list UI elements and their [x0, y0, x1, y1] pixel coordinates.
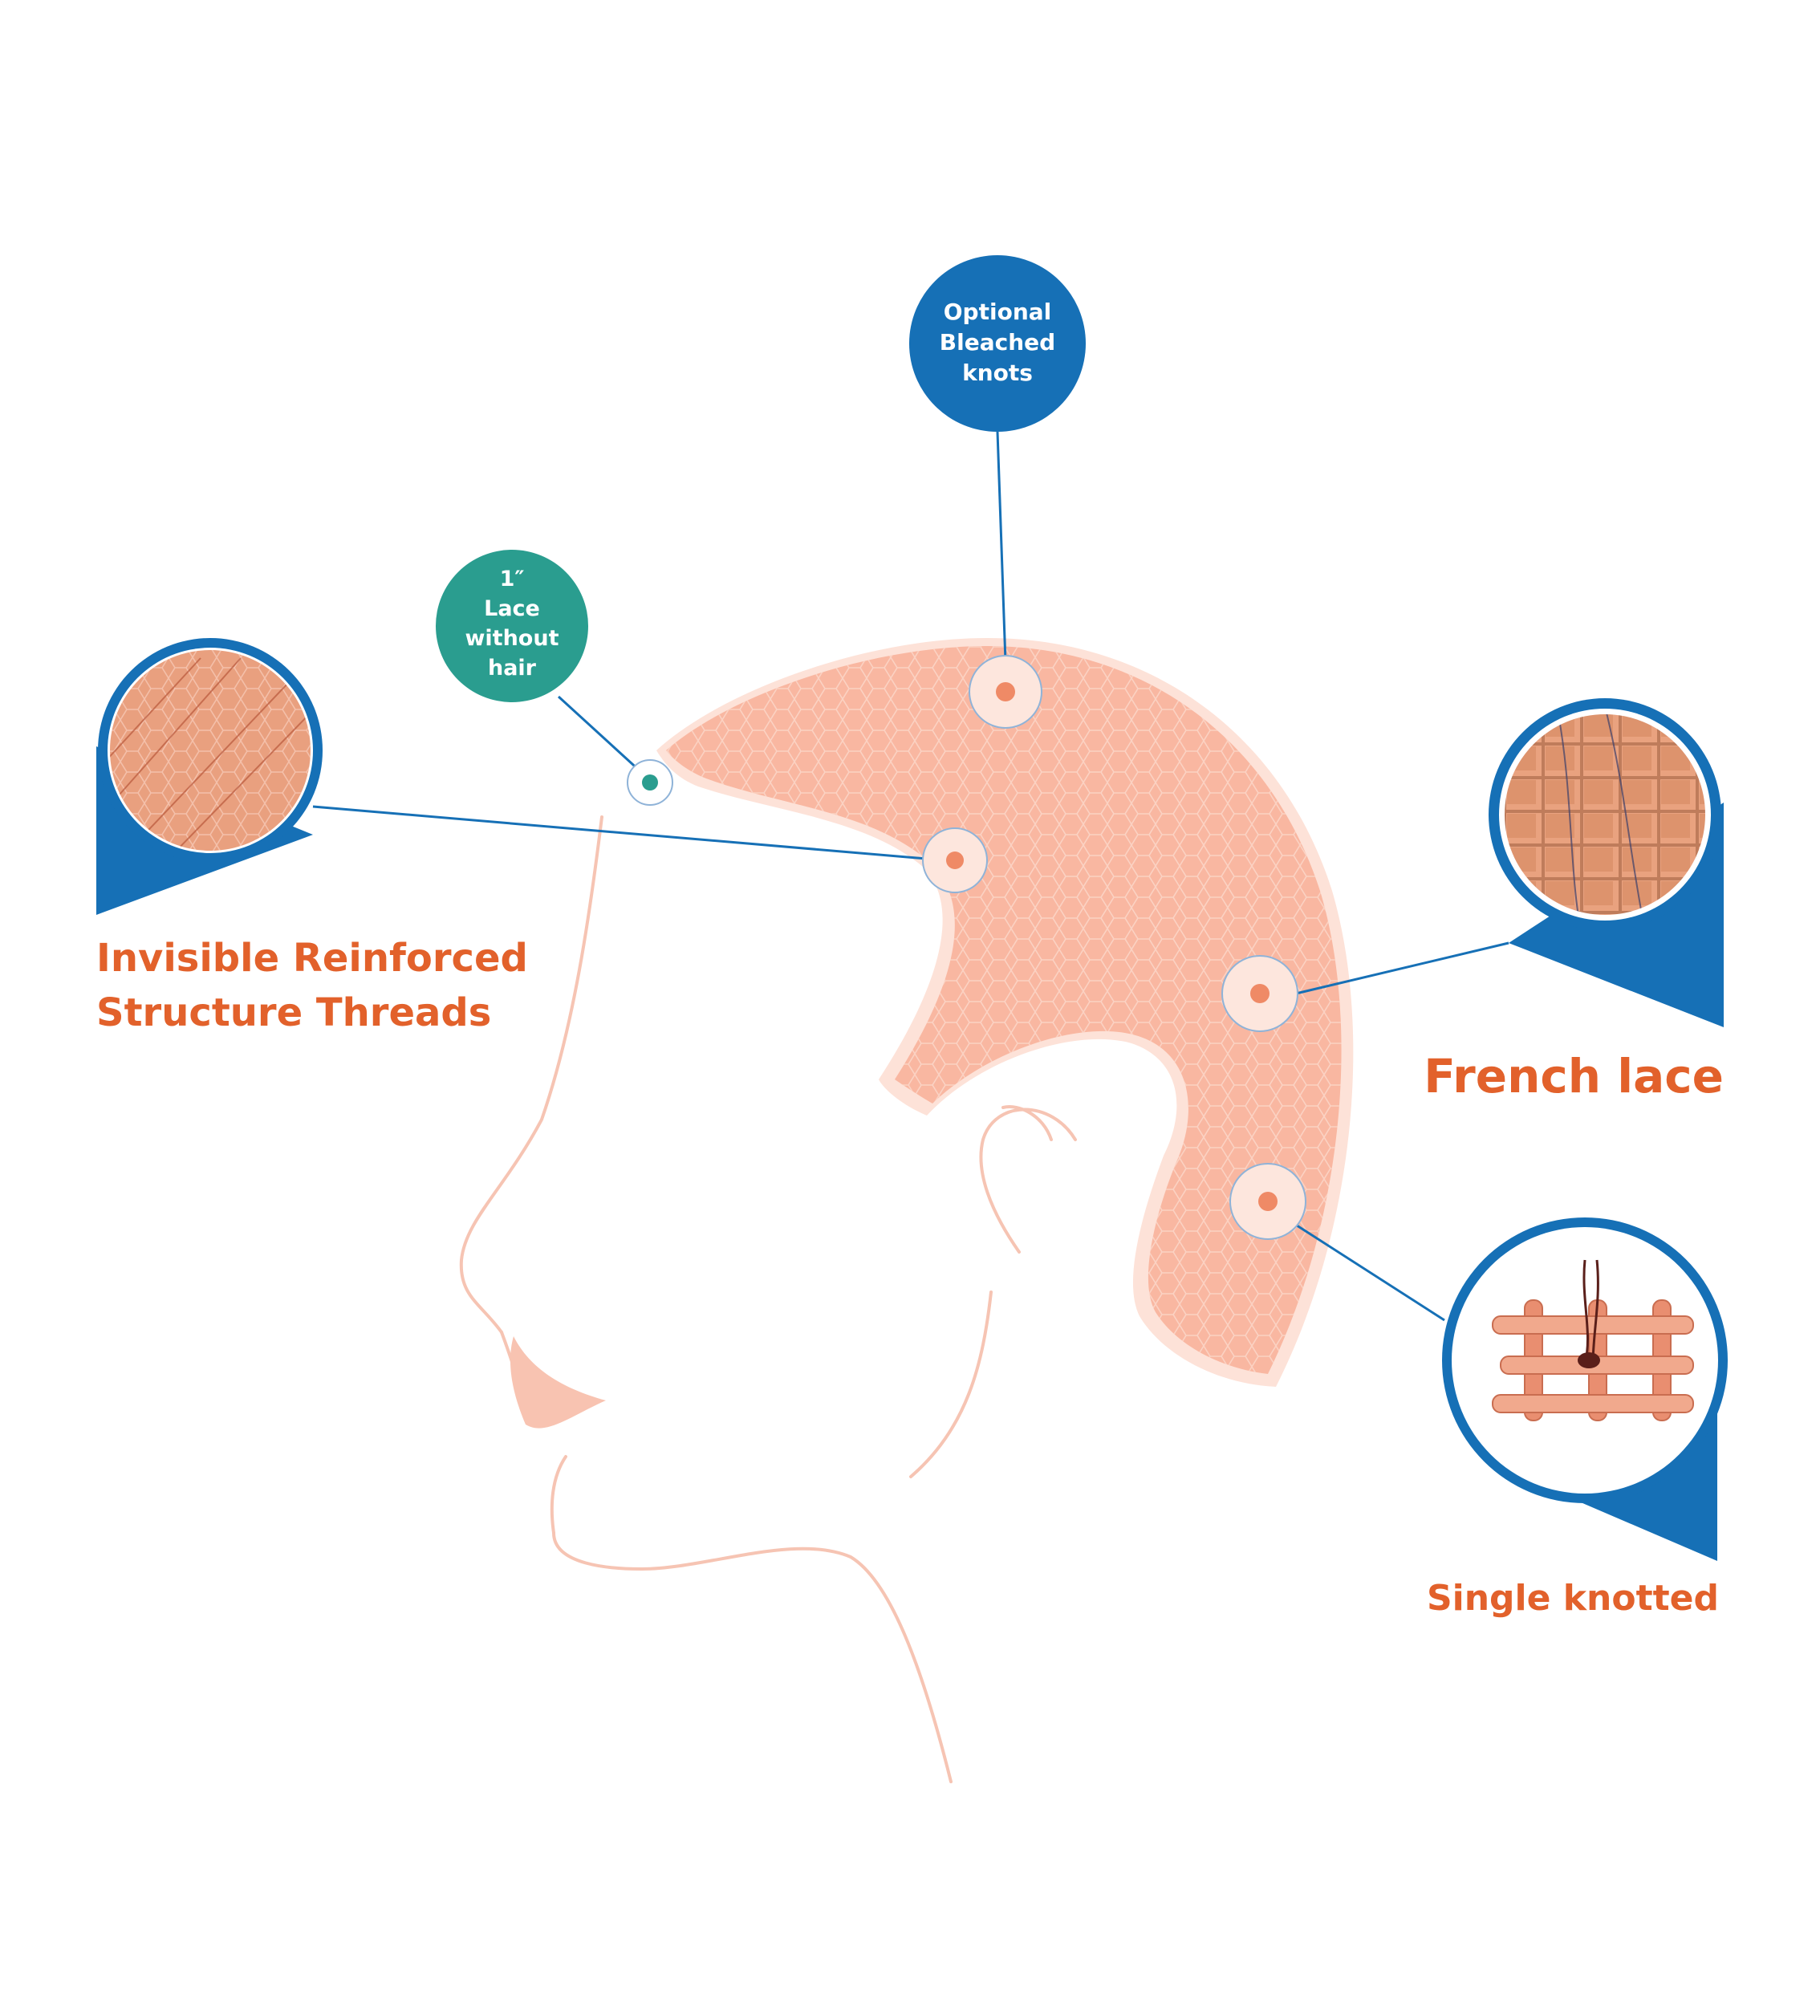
marker-threads — [923, 828, 987, 892]
lace-swatch-magnifier-icon — [96, 638, 323, 915]
marker-french-lace — [1222, 956, 1298, 1031]
knot-magnifier-icon — [1442, 1217, 1728, 1561]
single-knotted-label: Single knotted — [1427, 1575, 1719, 1623]
teal-connector-line — [559, 697, 642, 773]
bubble-line: 1″ — [440, 564, 584, 594]
label-line: Invisible Reinforced — [96, 931, 528, 986]
marker-knots — [969, 656, 1042, 728]
french-lace-label: French lace — [1424, 1047, 1724, 1105]
optional-bleached-knots-text: Optional Bleached knots — [917, 297, 1078, 388]
lace-without-hair-text: 1″ Lace without hair — [440, 564, 584, 683]
marker-lace-without-hair — [628, 760, 672, 805]
bubble-line: knots — [917, 358, 1078, 388]
invisible-threads-label: Invisible Reinforced Structure Threads — [96, 931, 528, 1040]
bubble-line: Bleached — [917, 327, 1078, 358]
marker-single-knotted — [1230, 1164, 1306, 1239]
mesh-grid-magnifier-icon — [1489, 698, 1724, 1027]
lips — [510, 1336, 606, 1429]
bubble-line: Lace — [440, 594, 584, 624]
bubble-line: Optional — [917, 297, 1078, 327]
bubble-line: hair — [440, 653, 584, 683]
label-line: Structure Threads — [96, 986, 528, 1040]
bubble-line: without — [440, 624, 584, 653]
